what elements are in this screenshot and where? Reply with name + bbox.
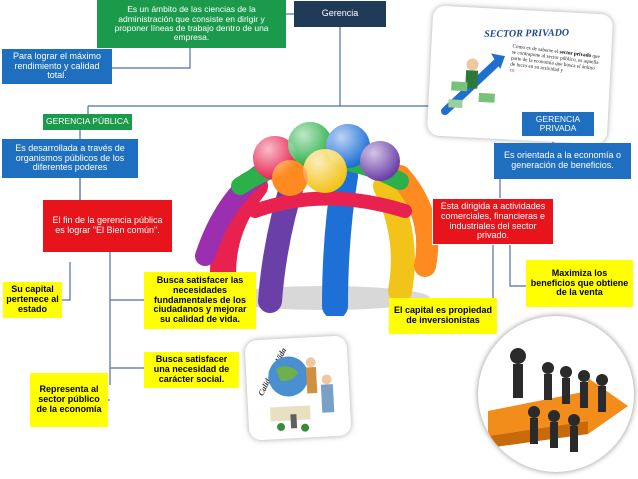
gerencia-privada-box: GERENCIA PRIVADA	[522, 112, 594, 136]
capital-estado-box: Su capital pertenece al estado	[3, 282, 62, 318]
representa-box: Representa al sector público de la econo…	[30, 373, 108, 427]
sector-privado-text: Como es de saberse el sector privado que…	[509, 43, 602, 85]
dirigida-box: Esta dirigida a actividades comerciales,…	[432, 198, 554, 245]
capital-estado-text: Su capital pertenece al estado	[6, 284, 59, 314]
maximo-text: Para lograr el máximo rendimiento y cali…	[12, 50, 102, 81]
gerencia-box: Gerencia	[294, 1, 386, 27]
gerencia-title: Gerencia	[321, 8, 359, 19]
fin-box: El fin de la gerencia pública es lograr …	[43, 200, 172, 252]
line-fin-left	[62, 262, 71, 301]
orientada-box: Es orientada a la economía o generación …	[494, 143, 631, 179]
maximiza-text: Maximiza los beneficios que obtiene de l…	[530, 267, 629, 298]
calidad-de-vida-illustration-icon	[268, 356, 335, 432]
gerencia-publica-box: GERENCIA PÚBLICA	[43, 114, 132, 130]
leadership-image	[478, 316, 634, 472]
teamwork-figures-image	[195, 122, 439, 316]
ambito-box: Es un ámbito de las ciencias de la admin…	[97, 0, 286, 48]
sector-privado-line3: co	[509, 67, 515, 74]
capital-propiedad-text: El capital es propiedad de inversionista…	[393, 305, 493, 325]
necesidades-box: Busca satisfacer las necesidades fundame…	[144, 272, 256, 329]
line-dirigida-maximiza	[509, 245, 526, 287]
ambito-text: Es un ámbito de las ciencias de la admin…	[114, 4, 269, 43]
gerencia-privada-title: GERENCIA PRIVADA	[535, 113, 581, 133]
money-illustration-icon	[441, 53, 505, 116]
necesidades-text: Busca satisfacer las necesidades fundame…	[153, 274, 247, 325]
fin-text: El fin de la gerencia pública es lograr …	[52, 215, 163, 235]
calidad-de-vida-card: Calidad de Vida	[244, 335, 352, 441]
necesidad-social-text: Busca satisfacer una necesidad de caráct…	[153, 354, 230, 384]
gerencia-publica-title: GERENCIA PÚBLICA	[46, 116, 129, 127]
organismos-text: Es desarrollada a través de organismos p…	[15, 142, 125, 173]
maximiza-box: Maximiza los beneficios que obtiene de l…	[526, 260, 633, 307]
representa-text: Representa al sector público de la econo…	[36, 384, 102, 414]
sector-privado-card: SECTOR PRIVADO Como es de saberse el sec…	[426, 5, 614, 145]
dirigida-text: Esta dirigida a actividades comerciales,…	[440, 200, 546, 241]
capital-propiedad-box: El capital es propiedad de inversionista…	[389, 298, 497, 334]
sector-privado-title: SECTOR PRIVADO	[484, 27, 570, 41]
leader-arrow-icon	[488, 348, 628, 452]
orientada-text: Es orientada a la economía o generación …	[503, 150, 622, 170]
maximo-box: Para lograr el máximo rendimiento y cali…	[2, 49, 112, 84]
necesidad-social-box: Busca satisfacer una necesidad de caráct…	[144, 352, 239, 388]
organismos-box: Es desarrollada a través de organismos p…	[2, 139, 138, 178]
line-ambito-maximo	[112, 48, 191, 69]
